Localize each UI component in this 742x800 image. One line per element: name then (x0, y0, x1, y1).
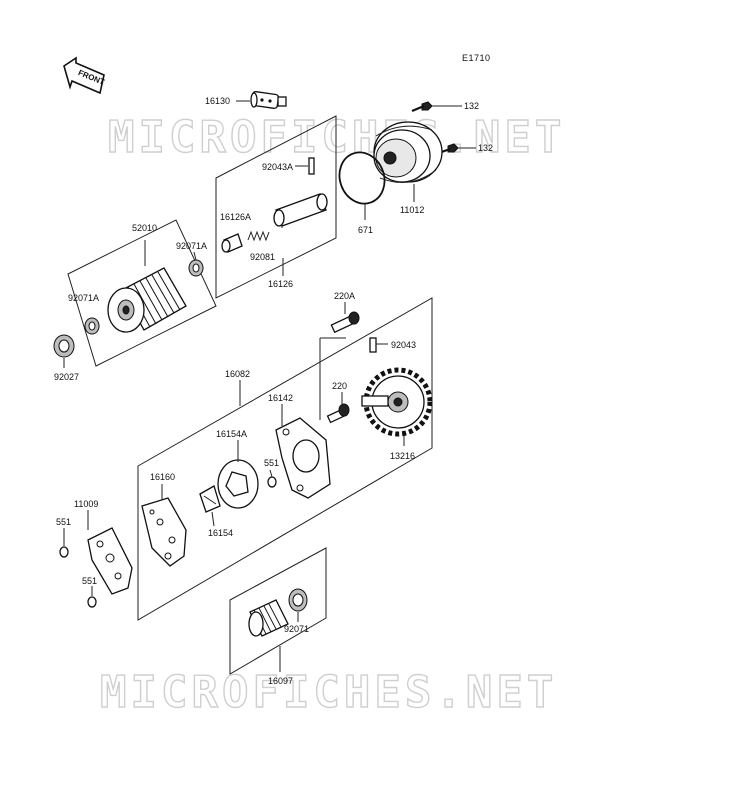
part-label-551-lower: 551 (82, 576, 97, 586)
valve-16126A (221, 233, 243, 253)
inner-rotor-16154 (199, 485, 221, 513)
part-label-52010: 52010 (132, 223, 157, 233)
gear-13216 (361, 367, 433, 437)
part-label-16154A: 16154A (216, 429, 247, 439)
seal-92027 (53, 334, 75, 358)
part-label-132-lower: 132 (478, 143, 493, 153)
o-ring-671 (338, 151, 386, 205)
relief-valve-16126 (273, 193, 328, 228)
part-label-16126: 16126 (268, 279, 293, 289)
watermark-bottom: MICROFICHES.NET (100, 667, 557, 718)
oil-pump-cover-11012 (373, 121, 443, 183)
part-label-551-upper: 551 (264, 458, 279, 468)
part-label-16130: 16130 (205, 96, 230, 106)
part-label-16154: 16154 (208, 528, 233, 538)
part-label-551-left: 551 (56, 517, 71, 527)
bolt-220 (326, 403, 350, 424)
bolt-132-upper (411, 101, 433, 113)
part-label-16160: 16160 (150, 472, 175, 482)
part-label-92071A-upper: 92071A (176, 241, 207, 251)
diagram-code: E1710 (462, 53, 491, 63)
part-label-220: 220 (332, 381, 347, 391)
part-label-671: 671 (358, 225, 373, 235)
part-label-220A: 220A (334, 291, 355, 301)
pin-92043A (308, 157, 315, 175)
pump-cover-plate-11009 (87, 527, 133, 595)
part-label-92043A: 92043A (262, 162, 293, 172)
o-ring-92071A-upper (188, 259, 204, 277)
part-label-16082: 16082 (225, 369, 250, 379)
bolt-220A (330, 311, 360, 334)
part-label-16097: 16097 (268, 676, 293, 686)
pin-92043 (369, 337, 377, 353)
part-label-92071A-lower: 92071A (68, 293, 99, 303)
gasket-16160 (141, 497, 187, 567)
oil-filter-52010 (107, 267, 187, 333)
part-label-92081: 92081 (250, 252, 275, 262)
part-label-132-upper: 132 (464, 101, 479, 111)
part-label-92043: 92043 (391, 340, 416, 350)
part-label-16142: 16142 (268, 393, 293, 403)
o-ring-92071A-lower (84, 317, 100, 335)
watermark-top: MICROFICHES.NET (108, 112, 565, 163)
part-label-16126A: 16126A (220, 212, 251, 222)
part-label-92071: 92071 (284, 624, 309, 634)
o-ring-92071 (288, 588, 308, 612)
pin-551-lower (87, 596, 97, 608)
pin-551-upper (267, 476, 277, 488)
part-label-11012: 11012 (400, 205, 424, 215)
outer-rotor-16154A (217, 459, 259, 509)
front-arrow-icon: FRONT (63, 56, 106, 95)
oil-pump-frame (137, 297, 433, 621)
part-label-92027: 92027 (54, 372, 79, 382)
relief-valve-frame (215, 115, 337, 299)
needle-bearing-16097 (248, 599, 289, 637)
part-label-13216: 13216 (390, 451, 415, 461)
pump-body-16142 (275, 417, 331, 499)
oil-filter-frame (67, 219, 217, 367)
spring-92081 (247, 230, 270, 242)
pin-551-left (59, 546, 69, 558)
bearing-frame (229, 547, 327, 675)
part-label-11009: 11009 (74, 499, 98, 509)
relief-valve-plug-16130 (250, 90, 287, 110)
